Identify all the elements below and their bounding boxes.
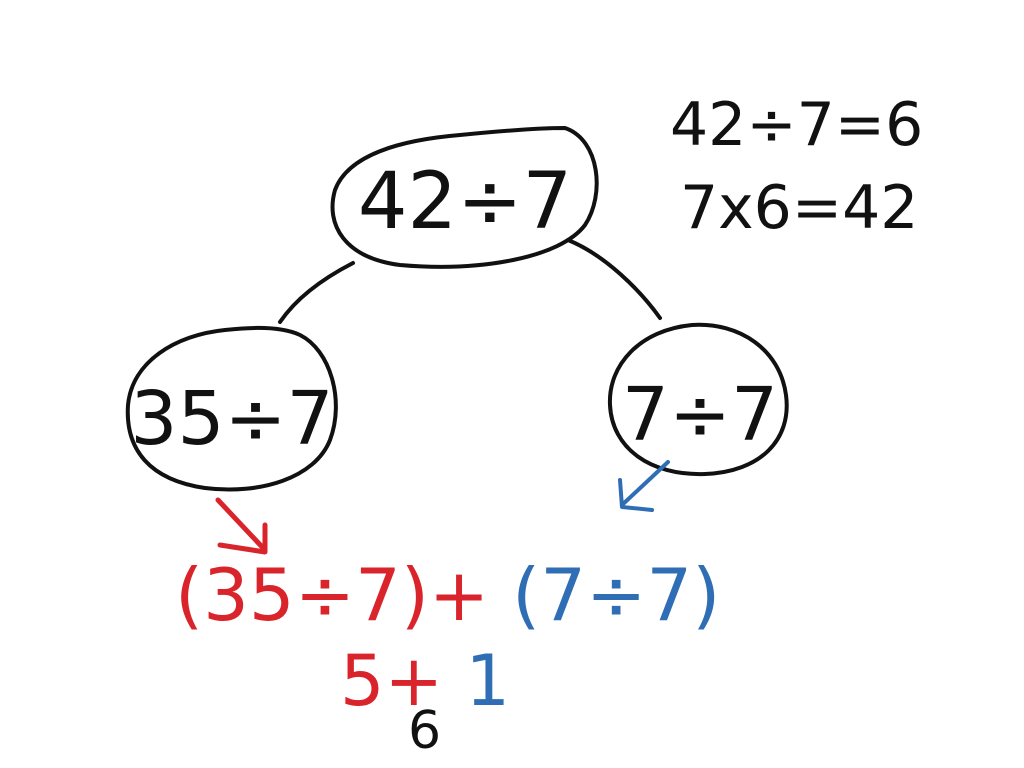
left-child-ellipse [125, 325, 338, 492]
left-branch-line [278, 261, 355, 324]
root-node: 42÷7 [330, 126, 599, 269]
right-child-node: 7÷7 [607, 322, 789, 477]
blue-arrow-icon [618, 460, 670, 512]
partial-sum-line: 5+ 1 [340, 640, 510, 722]
right-child-label: 7÷7 [622, 372, 778, 458]
right-branch-line [566, 238, 662, 320]
red-arrow-icon [215, 497, 268, 555]
right-child-ellipse [607, 322, 789, 477]
partial-sum-blue-part: 1 [465, 640, 510, 722]
fact-division: 42÷7=6 [670, 90, 923, 160]
expression-blue-part: (7÷7) [512, 553, 720, 637]
left-child-node: 35÷7 [125, 325, 338, 492]
root-node-label: 42÷7 [358, 157, 572, 247]
expression-line: (35÷7)+ (7÷7) [175, 553, 720, 637]
partial-sum-red-part: 5+ [340, 640, 443, 722]
root-node-ellipse [330, 126, 599, 269]
expression-red-part: (35÷7)+ [175, 553, 489, 637]
fact-multiplication: 7x6=42 [680, 173, 918, 243]
left-child-label: 35÷7 [130, 376, 333, 462]
final-answer: 6 [408, 701, 441, 761]
